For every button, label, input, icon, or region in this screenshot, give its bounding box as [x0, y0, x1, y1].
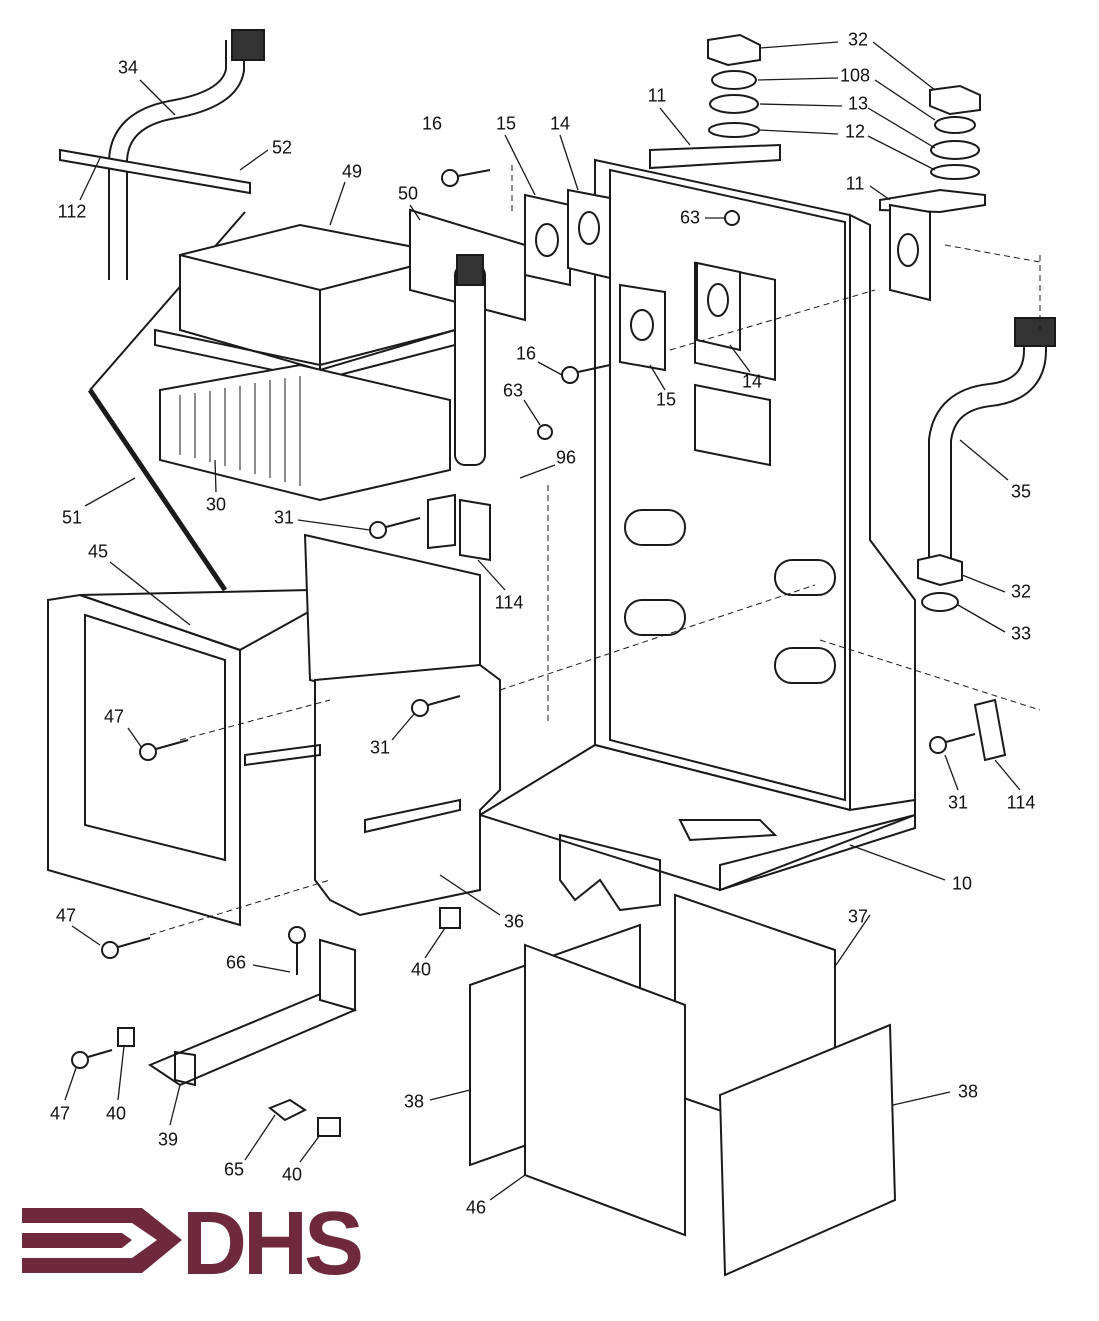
part-label-51: 51 — [61, 507, 83, 528]
dhs-logo: DHS — [22, 1198, 365, 1283]
part-label-14: 14 — [741, 371, 763, 392]
bracket-39 — [147, 938, 357, 1087]
part-label-36: 36 — [503, 911, 525, 932]
part-label-112: 112 — [57, 201, 87, 222]
part-label-65: 65 — [223, 1159, 245, 1180]
panels — [47, 533, 501, 927]
part-label-52: 52 — [271, 137, 293, 158]
part-label-16: 16 — [421, 113, 443, 134]
part-label-30: 30 — [205, 494, 227, 515]
plates — [524, 188, 741, 372]
part-label-31: 31 — [273, 507, 295, 528]
insulation-boards — [469, 893, 897, 1277]
part-label-33: 33 — [1010, 623, 1032, 644]
part-label-16: 16 — [515, 343, 537, 364]
part-label-114: 114 — [494, 592, 524, 613]
part-label-40: 40 — [410, 959, 432, 980]
part-label-63: 63 — [502, 380, 524, 401]
part-label-12: 12 — [844, 121, 866, 142]
part-label-34: 34 — [117, 57, 139, 78]
part-label-50: 50 — [397, 183, 419, 204]
part-label-40: 40 — [281, 1164, 303, 1185]
part-label-47: 47 — [55, 905, 77, 926]
part-label-13: 13 — [847, 93, 869, 114]
part-label-38: 38 — [403, 1091, 425, 1112]
part-label-96: 96 — [555, 447, 577, 468]
part-label-15: 15 — [495, 113, 517, 134]
part-label-15: 15 — [655, 389, 677, 410]
part-label-40: 40 — [105, 1103, 127, 1124]
part-label-31: 31 — [369, 737, 391, 758]
logo-text: DHS — [182, 1198, 361, 1283]
leader-lines — [64, 41, 1021, 1201]
part-label-39: 39 — [157, 1129, 179, 1150]
part-label-32: 32 — [1010, 581, 1032, 602]
part-label-49: 49 — [341, 161, 363, 182]
part-label-63: 63 — [679, 207, 701, 228]
part-label-11: 11 — [845, 173, 865, 194]
part-label-11: 11 — [647, 85, 667, 106]
part-label-66: 66 — [225, 952, 247, 973]
bracket-rod — [59, 148, 251, 592]
part-label-47: 47 — [103, 706, 125, 727]
arrow-right-icon — [22, 1208, 182, 1273]
heat-exchanger — [154, 208, 526, 502]
fasteners — [71, 169, 1007, 1137]
part-label-32: 32 — [847, 29, 869, 50]
part-label-31: 31 — [947, 792, 969, 813]
part-label-37: 37 — [847, 906, 869, 927]
part-label-38: 38 — [957, 1081, 979, 1102]
fittings-top — [707, 33, 986, 302]
part-label-45: 45 — [87, 541, 109, 562]
part-label-114: 114 — [1006, 792, 1036, 813]
part-label-46: 46 — [465, 1197, 487, 1218]
part-label-108: 108 — [839, 65, 871, 86]
part-label-14: 14 — [549, 113, 571, 134]
part-label-35: 35 — [1010, 481, 1032, 502]
alignment-lines — [149, 165, 1041, 936]
part-label-10: 10 — [951, 873, 973, 894]
part-label-47: 47 — [49, 1103, 71, 1124]
